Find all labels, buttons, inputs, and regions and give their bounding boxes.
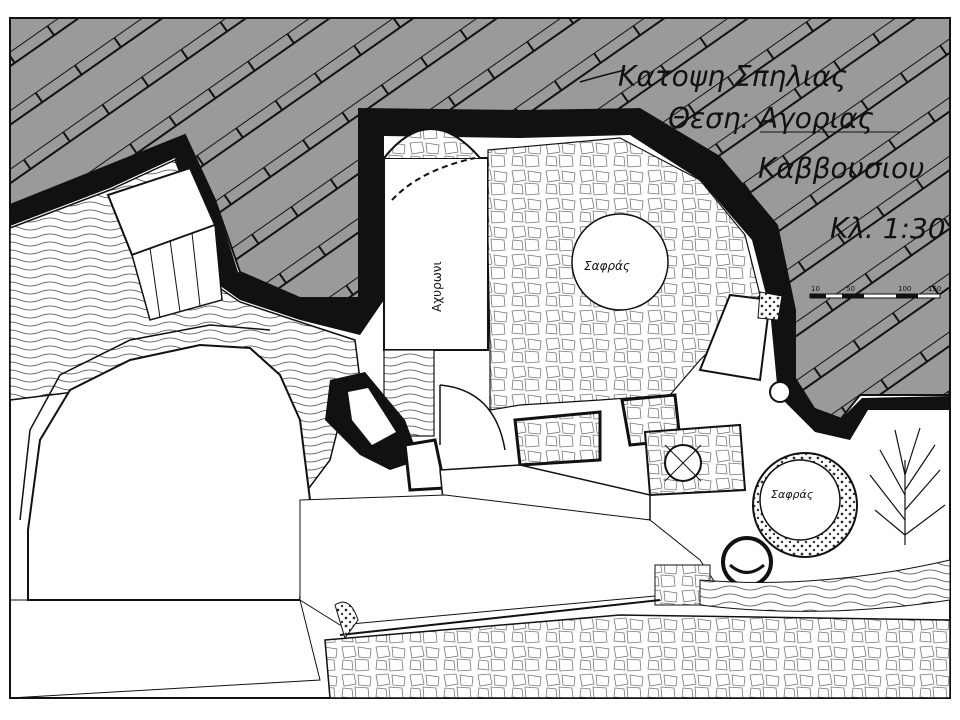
door-swing	[439, 384, 506, 451]
title-flourish	[579, 69, 626, 83]
hall-label: Αχυρωνι	[430, 261, 444, 312]
cistern	[664, 444, 702, 482]
stair-block	[106, 166, 223, 321]
lower-courtyard	[299, 494, 951, 626]
plan-scale: Κλ. 1:30	[830, 212, 946, 245]
vault-circle-bottom	[759, 459, 841, 541]
ground-line	[9, 599, 321, 699]
cave-wall	[10, 108, 950, 440]
plan-title: Κατοψη Σπηλιας	[618, 60, 847, 93]
vault-circle-bottom-group	[721, 381, 858, 588]
hall-room	[383, 128, 489, 437]
tree-vegetation	[869, 427, 946, 545]
scale-tick-50: 50	[846, 285, 855, 293]
vault-top-label: Σαφράς	[584, 259, 630, 273]
plan-location: Θεση: Αγοριας	[668, 102, 874, 135]
vault-bottom-label: Σαφράς	[771, 488, 814, 501]
scale-tick-100: 100	[898, 285, 911, 293]
platform-outer-edge	[19, 324, 271, 521]
scale-bar: 10 50 100 150	[809, 285, 941, 299]
alcove-right	[698, 291, 783, 382]
plan-village: Καββουσιου	[758, 152, 924, 185]
vault-circle-top	[571, 213, 669, 311]
bottom-stone-wall	[324, 599, 951, 699]
scale-tick-10: 10	[811, 285, 820, 293]
scale-tick-150: 150	[928, 285, 941, 293]
